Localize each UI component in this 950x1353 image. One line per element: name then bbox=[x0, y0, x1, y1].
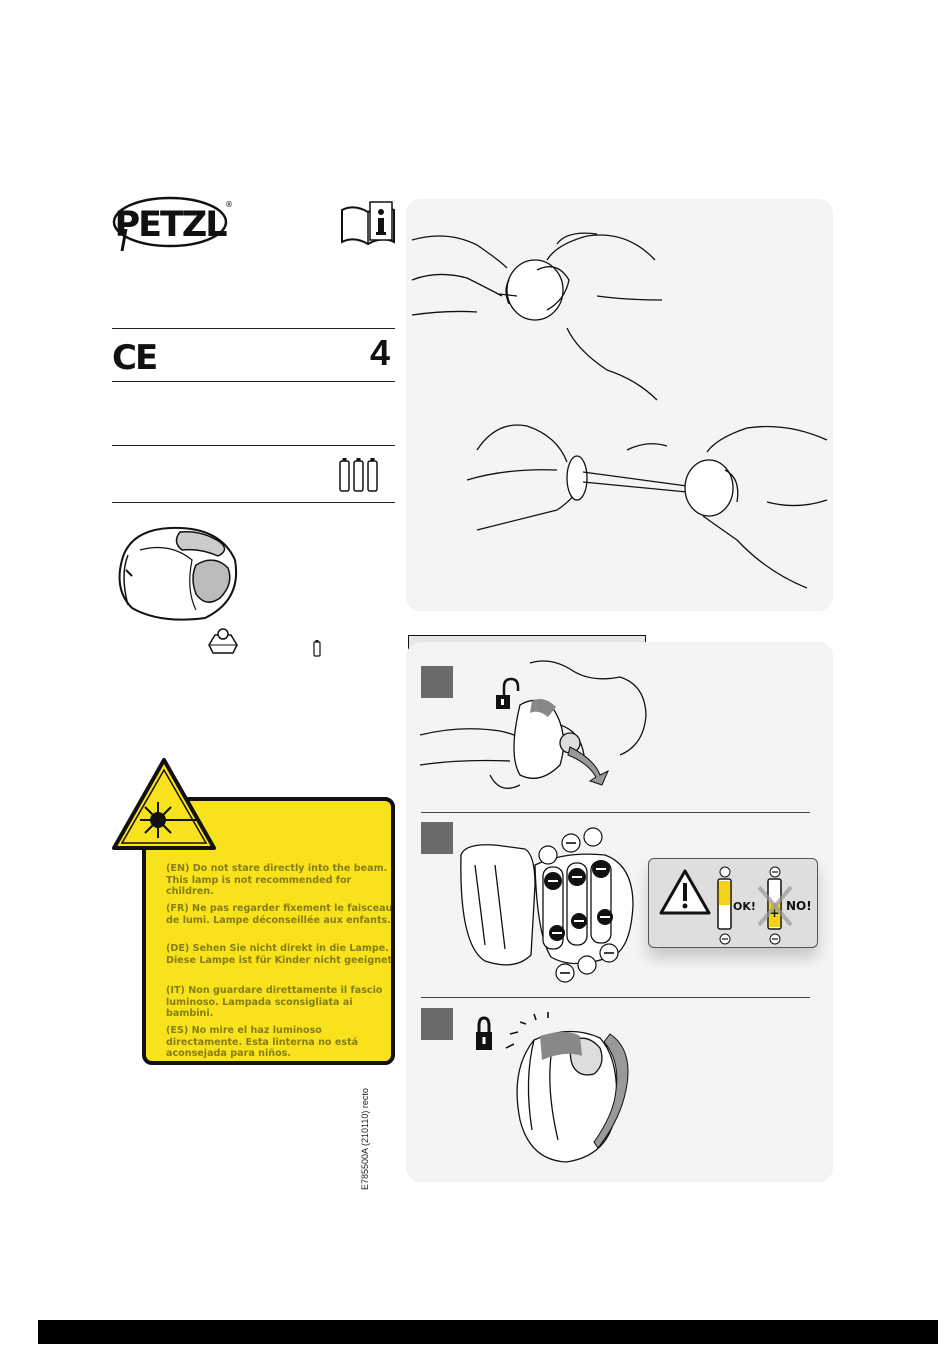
step-3-marker bbox=[421, 1008, 453, 1040]
battery-compartment-illustration bbox=[455, 825, 645, 985]
laser-warning-triangle-icon bbox=[112, 758, 216, 850]
svg-text:+: + bbox=[769, 906, 779, 920]
warning-fr: (FR) Ne pas regarder fixement le faiscea… bbox=[166, 903, 393, 926]
rule-top bbox=[112, 328, 395, 329]
warning-de: (DE) Sehen Sie nicht direkt in die Lampe… bbox=[166, 943, 396, 966]
step-1-marker bbox=[421, 666, 453, 698]
warning-en: (EN) Do not stare directly into the beam… bbox=[166, 863, 388, 897]
close-lamp-illustration bbox=[470, 1010, 640, 1170]
battery-no-icon: + bbox=[757, 866, 793, 945]
hands-detach-illustration bbox=[411, 232, 828, 589]
battery-ok-icon bbox=[717, 866, 732, 945]
caution-triangle-icon bbox=[659, 869, 711, 915]
logo-text: PETZL bbox=[114, 205, 227, 245]
registered-mark: ® bbox=[225, 200, 233, 209]
warning-it: (IT) Non guardare direttamente il fascio… bbox=[166, 985, 383, 1019]
mount-clip-icon bbox=[205, 627, 241, 657]
model-suffix: 4 bbox=[370, 332, 391, 373]
open-lamp-illustration bbox=[419, 655, 660, 805]
info-book-icon bbox=[340, 200, 396, 246]
rule-2 bbox=[112, 381, 395, 382]
battery-no-label: NO! bbox=[786, 899, 812, 913]
battery-polarity-warning: + OK! NO! bbox=[648, 858, 818, 948]
three-aaa-batteries-icon bbox=[336, 455, 382, 495]
headlamp-illustration bbox=[110, 520, 250, 625]
step-divider-1 bbox=[421, 812, 810, 813]
rule-3 bbox=[112, 445, 395, 446]
battery-ok-label: OK! bbox=[733, 900, 756, 913]
document-code: E785500A (210110) recto bbox=[360, 1088, 370, 1190]
ce-mark: CE bbox=[112, 338, 158, 378]
warning-es: (ES) No mire el haz luminoso directament… bbox=[166, 1025, 359, 1059]
petzl-logo: PETZL ® bbox=[112, 195, 237, 255]
lock-icon bbox=[476, 1016, 492, 1050]
step-divider-2 bbox=[421, 997, 810, 998]
clip-removal-panel bbox=[407, 200, 832, 610]
single-battery-icon bbox=[313, 639, 321, 657]
rule-4 bbox=[112, 502, 395, 503]
footer-bar bbox=[38, 1320, 938, 1344]
step-2-marker bbox=[421, 822, 453, 854]
unlock-icon bbox=[496, 677, 520, 709]
